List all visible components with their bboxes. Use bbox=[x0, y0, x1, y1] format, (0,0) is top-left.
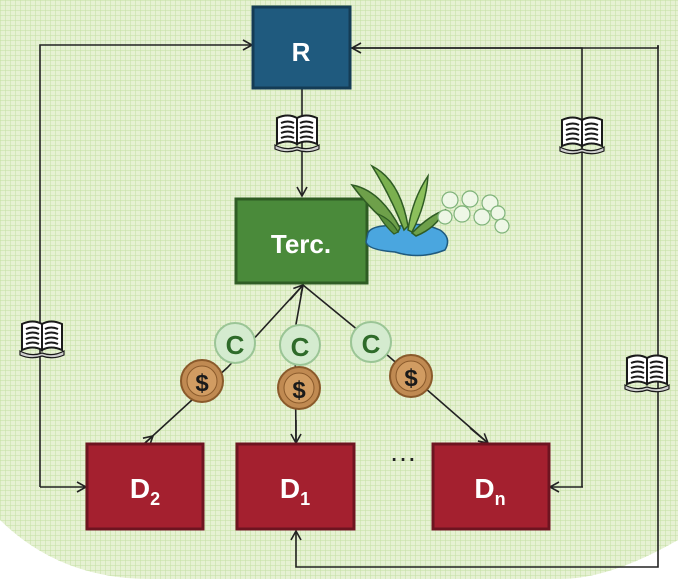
svg-text:$: $ bbox=[404, 365, 418, 392]
arrow-terc-to-d2 bbox=[142, 434, 155, 446]
dollar-coin: $ bbox=[180, 359, 224, 403]
d1-label: D1 bbox=[280, 473, 310, 509]
c-coin: C bbox=[350, 321, 392, 363]
svg-text:C: C bbox=[291, 332, 310, 362]
credit-coins: C C C bbox=[214, 321, 392, 366]
aquatic-plant-icon bbox=[350, 164, 510, 257]
d1-node: D1 bbox=[235, 442, 356, 531]
svg-text:C: C bbox=[226, 330, 245, 360]
ellipsis: … bbox=[389, 436, 417, 467]
dollar-coin: $ bbox=[389, 354, 433, 398]
c-coin: C bbox=[214, 322, 256, 364]
line-r-right bbox=[350, 46, 659, 49]
dn-label: Dn bbox=[474, 473, 505, 509]
third-party-label: Terc. bbox=[271, 229, 331, 259]
svg-text:$: $ bbox=[195, 370, 209, 397]
payment-coins: $ $ $ bbox=[180, 354, 433, 410]
svg-text:$: $ bbox=[292, 377, 306, 404]
duckweed-icon bbox=[437, 190, 510, 234]
regulator-node: R bbox=[251, 5, 352, 90]
dn-node: Dn bbox=[431, 442, 551, 531]
arrow-r-to-d1 bbox=[290, 45, 659, 568]
arrow-to-terc bbox=[289, 283, 305, 301]
regulator-label: R bbox=[292, 37, 311, 67]
third-party-node: Terc. bbox=[234, 197, 369, 285]
dollar-coin: $ bbox=[277, 366, 321, 410]
arrow-terc-to-dn bbox=[469, 427, 490, 445]
d2-node: D2 bbox=[85, 442, 205, 531]
c-coin: C bbox=[279, 324, 321, 366]
svg-text:C: C bbox=[362, 329, 381, 359]
d2-label: D2 bbox=[130, 473, 160, 509]
